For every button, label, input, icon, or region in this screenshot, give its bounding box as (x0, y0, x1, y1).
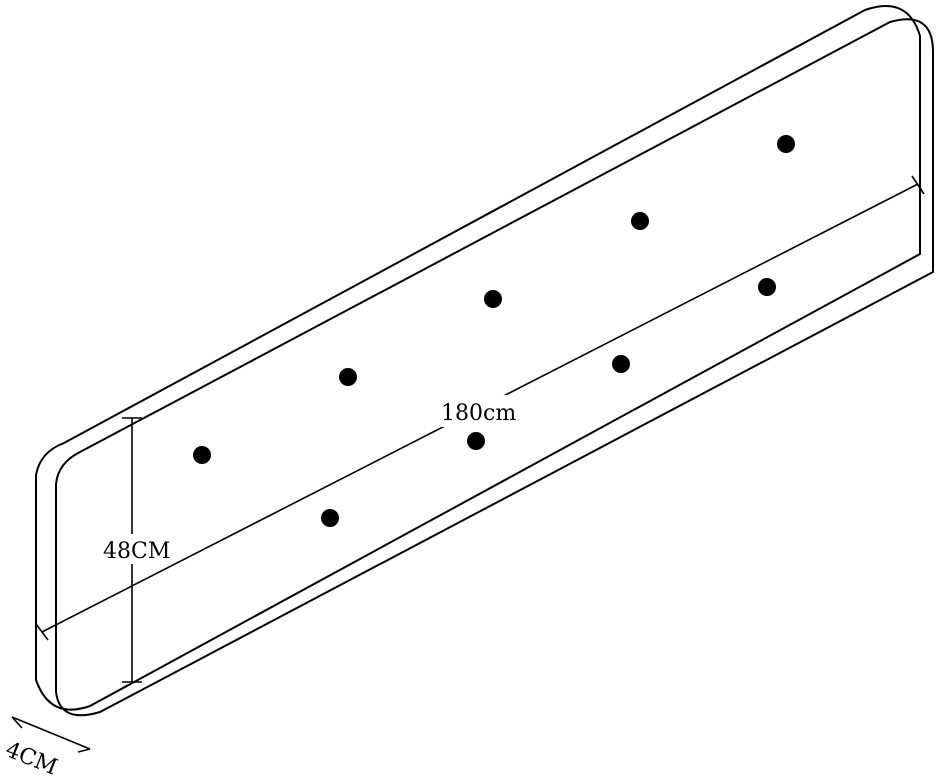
tufted-button (321, 509, 339, 527)
length-dimension-tick (911, 175, 925, 195)
tufted-button (484, 290, 502, 308)
length-label-background (436, 395, 524, 427)
panel-front-outline (55, 18, 934, 717)
panel-back-outline (35, 5, 921, 711)
height-dimension: 48CM (100, 417, 170, 683)
thickness-dimension-arrow (77, 748, 91, 753)
tufted-button (467, 432, 485, 450)
tufted-button (193, 446, 211, 464)
height-label-background (100, 534, 166, 564)
tufted-button (339, 368, 357, 386)
height-label: 48CM (103, 539, 170, 564)
length-dimension-tick (35, 623, 49, 641)
tufted-button (612, 355, 630, 373)
thickness-label: 4CM (2, 737, 61, 780)
length-label: 180cm (441, 401, 516, 426)
tufted-buttons (193, 135, 795, 527)
tufted-button (758, 278, 776, 296)
thickness-dimension-arrow (11, 716, 23, 729)
thickness-dimension: 4CM (2, 716, 91, 781)
thickness-dimension-line (11, 716, 91, 750)
length-dimension: 180cm (35, 175, 925, 641)
tufted-button (631, 212, 649, 230)
tufted-button (777, 135, 795, 153)
